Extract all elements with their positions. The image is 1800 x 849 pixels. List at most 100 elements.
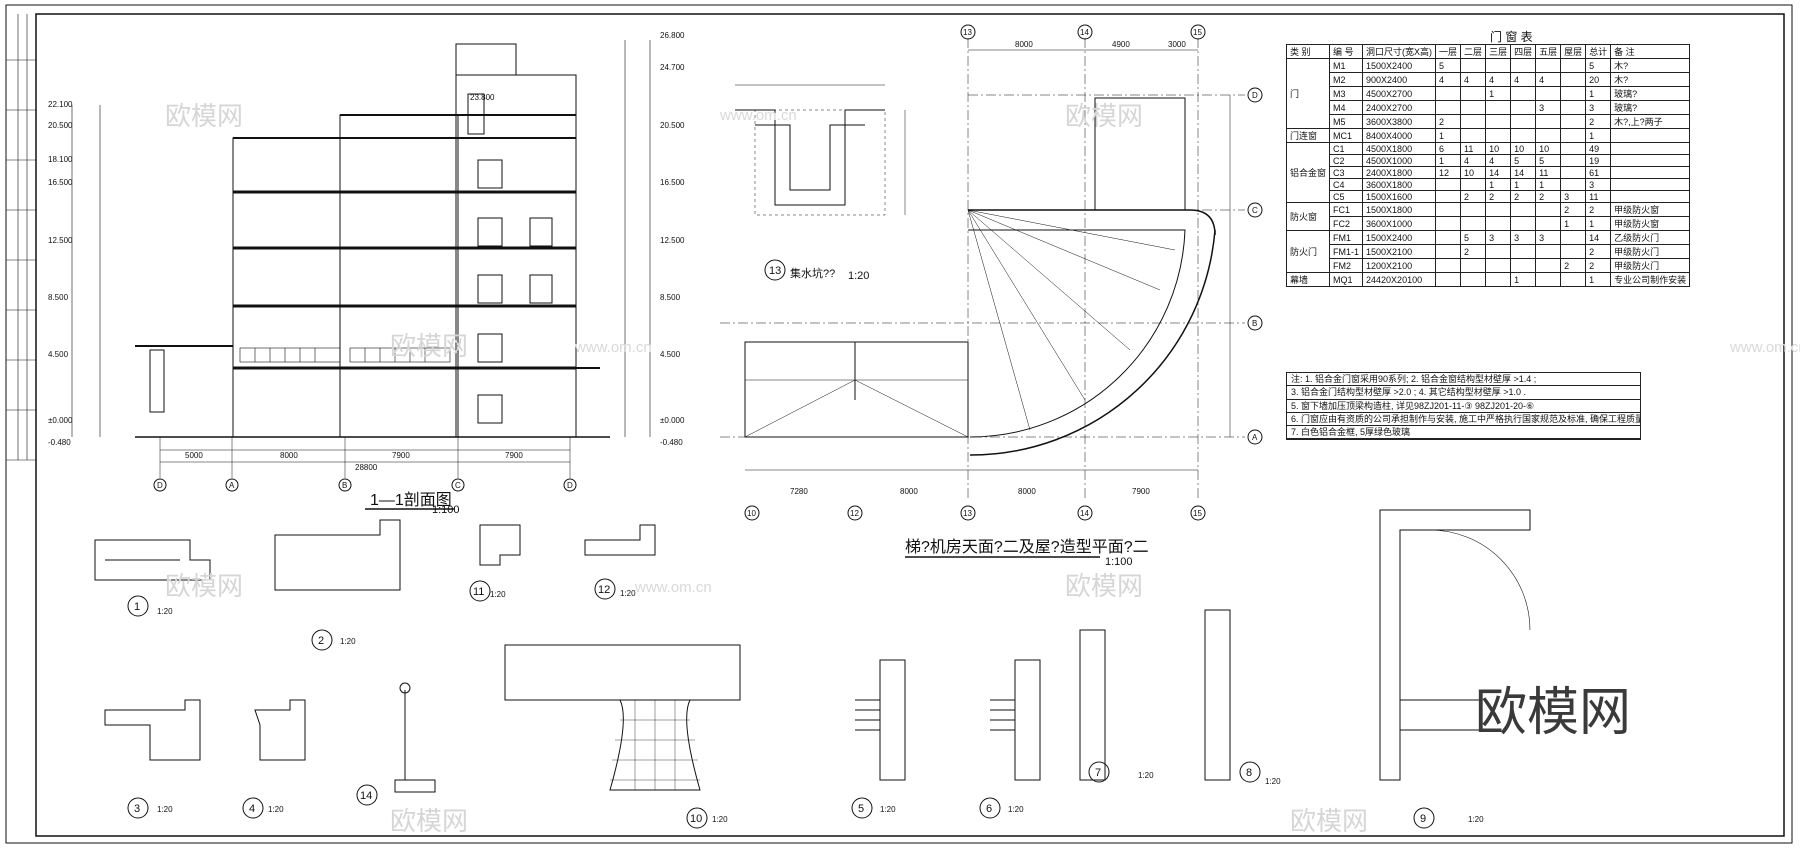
table-cell: 1500X2100 — [1362, 244, 1437, 259]
plan-axis-label: A — [1252, 433, 1258, 442]
table-cell: 1 — [1535, 178, 1562, 191]
detail-bubbles — [127, 578, 1435, 829]
elevation-mark: 4.500 — [660, 350, 681, 359]
table-cell: 1500X2400 — [1362, 58, 1437, 73]
table-cell: 5 — [1535, 154, 1562, 167]
table-cell: 木? — [1610, 72, 1691, 87]
table-cell: 专业公司制作安装 — [1610, 272, 1691, 287]
table-cell: 10 — [1460, 166, 1487, 179]
table-category-cell: 防火门 — [1285, 230, 1331, 273]
table-cell — [1535, 128, 1562, 143]
watermark-url: www.om.cn — [574, 339, 652, 356]
table-cell: 8400X4000 — [1362, 128, 1437, 143]
section-scale: 1:100 — [432, 504, 460, 516]
plan-axis-label: 13 — [963, 509, 972, 518]
table-cell: 3 — [1485, 230, 1512, 245]
table-cell — [1610, 142, 1691, 155]
table-cell: 4 — [1435, 72, 1462, 87]
plan-dim: 8000 — [900, 487, 918, 496]
table-cell: 12 — [1435, 166, 1462, 179]
table-cell: 3 — [1510, 230, 1537, 245]
brand-logo: 欧模网 — [1475, 683, 1631, 743]
table-cell: M1 — [1329, 58, 1364, 73]
detail-number: 14 — [360, 790, 372, 802]
table-cell: 11 — [1585, 190, 1612, 203]
section-dim: 7900 — [505, 451, 523, 460]
detail-number: 1 — [134, 601, 140, 613]
detail-number: 5 — [858, 803, 864, 815]
table-cell: 1500X1800 — [1362, 202, 1437, 217]
table-cell — [1485, 216, 1512, 231]
table-header: 备 注 — [1610, 44, 1691, 59]
elevation-mark: 16.500 — [48, 178, 73, 187]
table-cell: 4 — [1460, 72, 1487, 87]
watermark: 欧模网 — [165, 571, 243, 601]
plan-axis-label: 15 — [1193, 28, 1202, 37]
table-cell — [1460, 202, 1487, 217]
table-cell — [1460, 272, 1487, 287]
elevation-mark: 22.100 — [48, 100, 73, 109]
title-strip — [6, 14, 36, 461]
detail-scale: 1:20 — [268, 805, 284, 814]
plan-title: 梯?机房天面?二及屋?造型平面?二 — [905, 538, 1149, 556]
table-header-row: 类 别 编 号 洞口尺寸(宽X高) 一层 二层 三层 四层 五层 屋层 总计 备… — [1285, 44, 1691, 59]
table-cell: M3 — [1329, 86, 1364, 101]
table-cell — [1485, 244, 1512, 259]
table-cell: 20 — [1585, 72, 1612, 87]
table-cell: 1500X2400 — [1362, 230, 1437, 245]
table-cell: 2 — [1535, 190, 1562, 203]
table-cell: 1 — [1510, 178, 1537, 191]
table-cell — [1560, 128, 1587, 143]
table-cell — [1435, 86, 1462, 101]
table-cell: 1 — [1435, 128, 1462, 143]
table-cell: 玻璃? — [1610, 86, 1691, 101]
table-cell — [1460, 128, 1487, 143]
table-cell — [1460, 58, 1487, 73]
table-cell — [1460, 114, 1487, 129]
detail-scale: 1:20 — [620, 589, 636, 598]
table-cell — [1485, 258, 1512, 273]
table-cell: MQ1 — [1329, 272, 1364, 287]
table-cell: 4500X1000 — [1362, 154, 1437, 167]
detail-scale: 1:20 — [157, 607, 173, 616]
table-cell — [1610, 166, 1691, 179]
sump-number: 13 — [769, 265, 781, 277]
table-cell — [1535, 244, 1562, 259]
plan-axis-label: 12 — [850, 509, 859, 518]
table-cell — [1435, 216, 1462, 231]
detail-scale: 1:20 — [1008, 805, 1024, 814]
table-cell — [1435, 258, 1462, 273]
table-cell — [1435, 244, 1462, 259]
watermark-url: www.om.cn — [634, 579, 712, 596]
table-cell: 木? — [1610, 58, 1691, 73]
table-header: 一层 — [1435, 44, 1462, 59]
table-category-cell: 幕墙 — [1285, 272, 1331, 287]
plan-dim: 3000 — [1168, 40, 1186, 49]
table-cell — [1460, 258, 1487, 273]
table-cell — [1460, 86, 1487, 101]
table-cell — [1510, 114, 1537, 129]
plan-axis-label: 14 — [1080, 28, 1089, 37]
table-cell — [1460, 100, 1487, 115]
table-cell: 49 — [1585, 142, 1612, 155]
table-header: 类 别 — [1285, 44, 1331, 59]
table-cell: 11 — [1535, 166, 1562, 179]
note-line: 5. 窗下墙加压顶梁构造柱, 详见98ZJ201-11-③ 98ZJ201-20… — [1287, 400, 1640, 413]
plan-dim: 7280 — [790, 487, 808, 496]
table-cell — [1560, 230, 1587, 245]
table-header: 五层 — [1535, 44, 1562, 59]
detail-scale: 1:20 — [712, 815, 728, 824]
elevation-mark: ±0.000 — [48, 416, 73, 425]
table-cell: 4500X1800 — [1362, 142, 1437, 155]
table-cell: 2 — [1435, 114, 1462, 129]
plan-axis-label: 14 — [1080, 509, 1089, 518]
detail-number: 3 — [134, 803, 140, 815]
